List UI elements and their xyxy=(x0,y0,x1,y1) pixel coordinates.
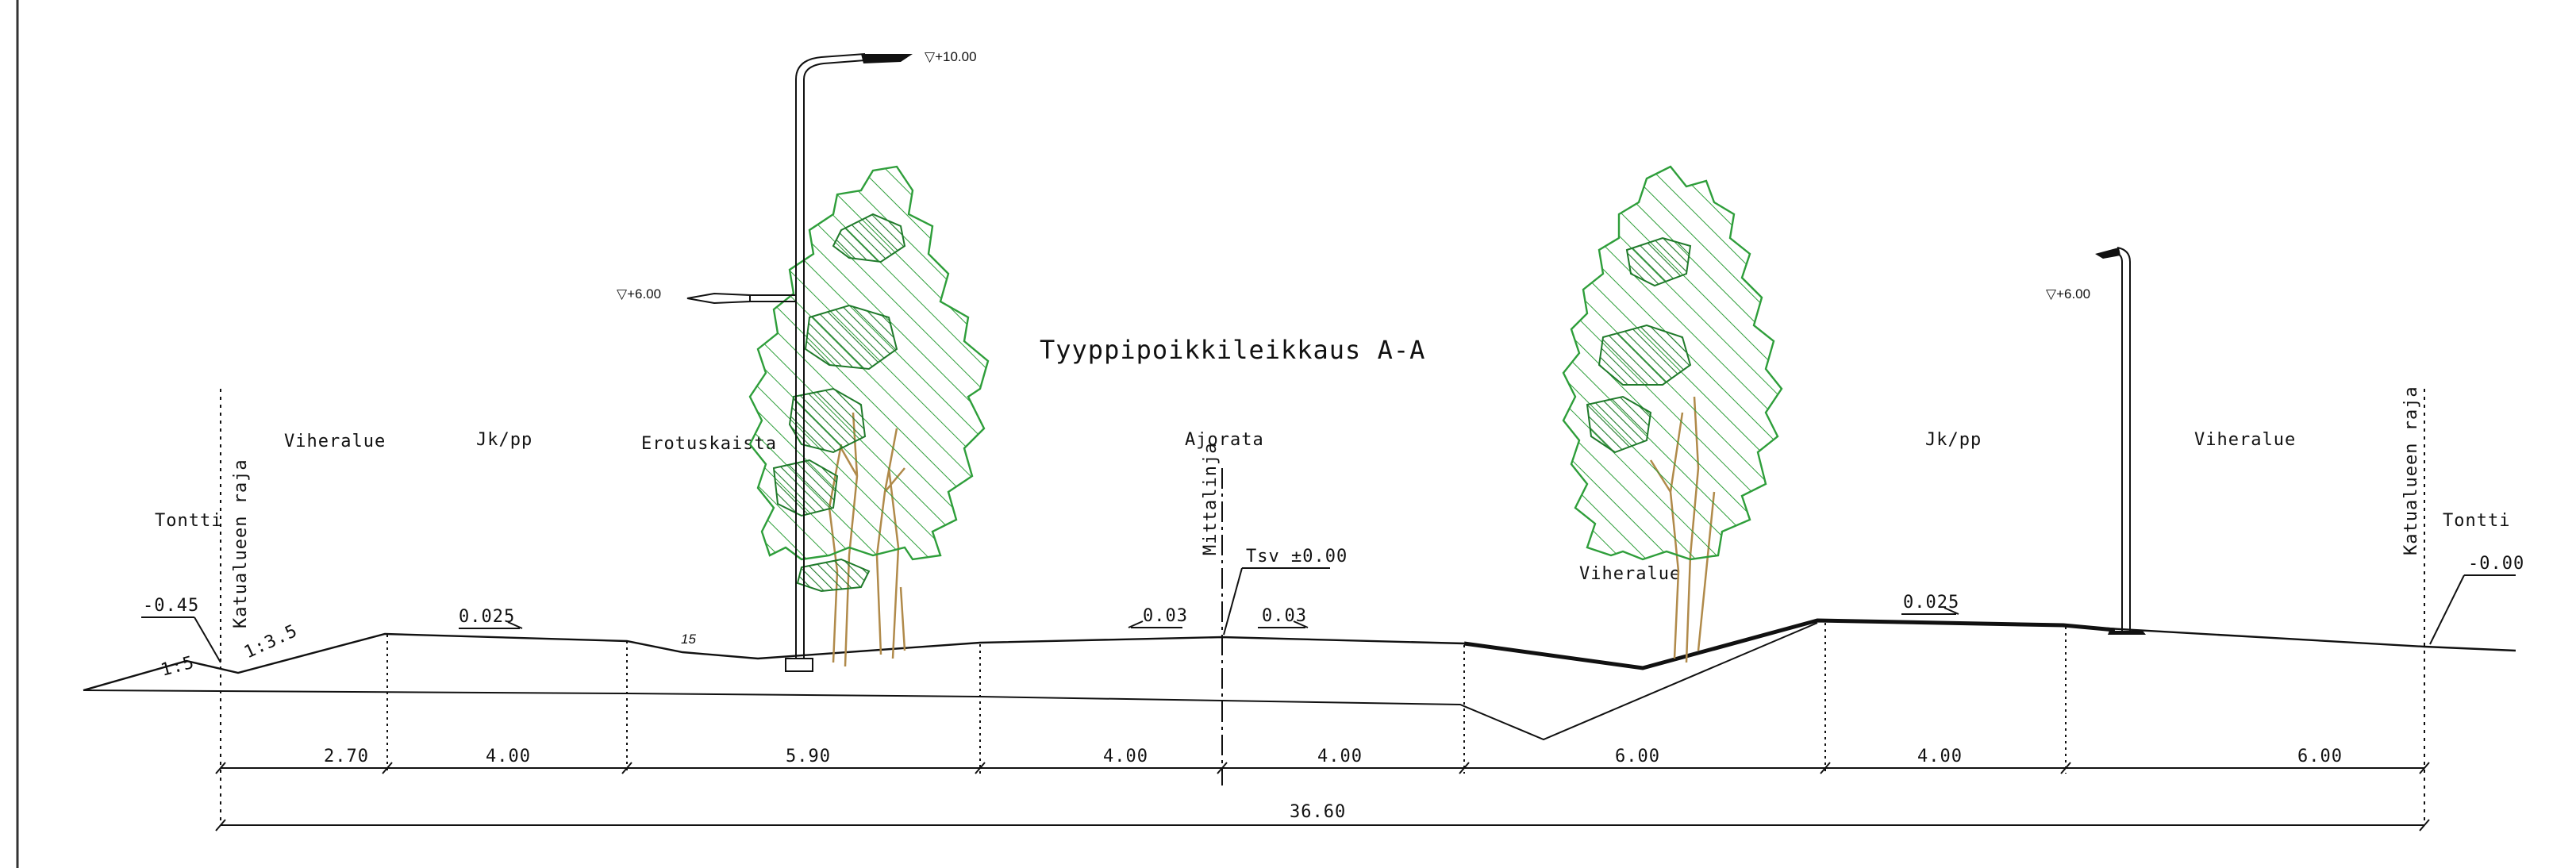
label-jkpp-left: Jk/pp xyxy=(476,430,533,450)
tree-middle-dark-patches xyxy=(1586,236,1692,454)
dim-width-2: 4.00 xyxy=(486,747,531,766)
elevation-right: -0.00 xyxy=(2468,554,2524,574)
label-mittalinja: Mittalinja xyxy=(1201,443,1221,555)
label-tontti-left: Tontti xyxy=(155,511,222,531)
slope-arrowhead-ajo-right xyxy=(1293,620,1309,628)
slope-ajo-right: 0.03 xyxy=(1262,606,1307,626)
dim-width-3: 5.90 xyxy=(786,747,831,766)
label-jkpp-right: Jk/pp xyxy=(1925,430,1982,450)
section-dividers xyxy=(386,623,2067,774)
dimension-ticks xyxy=(215,762,2430,832)
slope-jkpp-right: 0.025 xyxy=(1903,593,1959,613)
elevation-left-pointer xyxy=(194,616,221,663)
label-ajorata: Ajorata xyxy=(1185,430,1264,450)
slope-arrowhead-ajo-left xyxy=(1128,620,1144,628)
road-surface-thick xyxy=(1463,618,2116,670)
street-lamp-left xyxy=(686,53,913,672)
dim-width-5: 4.00 xyxy=(1317,747,1363,766)
terrain-line xyxy=(83,632,1465,692)
label-viheralue-right: Viheralue xyxy=(2194,430,2296,450)
slope-ajo-left: 0.03 xyxy=(1143,606,1188,626)
dim-width-1: 2.70 xyxy=(324,747,369,766)
slope-arrowhead-jkpp-left xyxy=(507,621,523,629)
elevation-lamp-right: ▽+6.00 xyxy=(2046,286,2090,301)
elevation-tsv-pointer xyxy=(1223,567,1243,636)
elevation-right-pointer xyxy=(2429,574,2465,645)
elevation-tsv: Tsv ±0.00 xyxy=(1246,547,1348,567)
slope-1-5: 1:5 xyxy=(159,653,197,681)
dim-width-4: 4.00 xyxy=(1103,747,1148,766)
elevation-lamp-top: ▽+10.00 xyxy=(925,49,977,64)
elevation-left: -0.45 xyxy=(143,596,199,616)
drawing-frame xyxy=(16,0,19,868)
dim-width-7: 4.00 xyxy=(1917,747,1963,766)
dim-width-6: 6.00 xyxy=(1615,747,1660,766)
label-viheralue-left: Viheralue xyxy=(284,432,386,451)
label-tontti-right: Tontti xyxy=(2443,511,2510,531)
tree-left-dark-patches xyxy=(772,213,906,593)
elevation-lamp-arm: ▽+6.00 xyxy=(617,286,661,301)
road-surface-thin xyxy=(1817,619,2516,652)
dim-width-8: 6.00 xyxy=(2297,747,2343,766)
slope-arrowhead-jkpp-right xyxy=(1944,607,1959,615)
structure-bottom-line xyxy=(83,622,1818,741)
label-katualue-right: Katualueen raja xyxy=(2401,386,2421,555)
slope-erotus: 15 xyxy=(681,632,696,647)
label-viheralue-middle: Viheralue xyxy=(1579,564,1681,584)
dim-total: 36.60 xyxy=(1290,802,1346,822)
label-katualue-left: Katualueen raja xyxy=(231,459,251,628)
drawing-title: Tyyppipoikkileikkaus A-A xyxy=(1040,335,1425,365)
dimension-values: 2.70 4.00 5.90 4.00 4.00 6.00 4.00 6.00 … xyxy=(324,747,2343,822)
slope-jkpp-left: 0.025 xyxy=(459,607,515,627)
street-lamp-right xyxy=(2095,247,2146,635)
